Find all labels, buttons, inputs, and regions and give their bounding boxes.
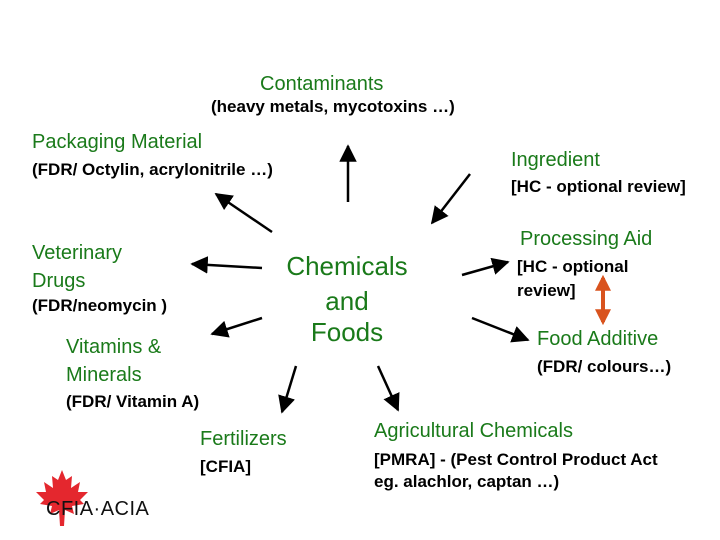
vitamins-title-line1: Vitamins & xyxy=(66,336,162,358)
arrow-to-agricultural xyxy=(376,365,400,412)
agricultural-title: Agricultural Chemicals xyxy=(374,420,573,442)
agricultural-subtitle-line2: eg. alachlor, captan …) xyxy=(374,472,560,491)
arrow-to-processing xyxy=(461,257,510,277)
arrow-to-vitamins xyxy=(210,316,263,338)
center-line2: and xyxy=(325,286,369,316)
processing-subtitle-line2: review] xyxy=(517,281,576,300)
arrow-to-packaging xyxy=(214,192,273,234)
center-line1: Chemicals xyxy=(286,251,408,281)
contaminants-subtitle: (heavy metals, mycotoxins …) xyxy=(211,97,455,116)
vitamins-subtitle: (FDR/ Vitamin A) xyxy=(66,392,200,411)
packaging-subtitle: (FDR/ Octylin, acrylonitrile …) xyxy=(32,160,273,179)
arrow-to-veterinary xyxy=(190,256,263,274)
arrow-to-food-additive xyxy=(471,316,530,343)
veterinary-subtitle: (FDR/neomycin ) xyxy=(32,296,168,315)
ingredient-title: Ingredient xyxy=(511,149,600,171)
vitamins-title-line2: Minerals xyxy=(66,364,142,386)
arrow-to-ingredient xyxy=(430,173,471,225)
food-additive-subtitle: (FDR/ colours…) xyxy=(537,357,672,376)
packaging-title: Packaging Material xyxy=(32,131,203,153)
veterinary-title-line2: Drugs xyxy=(32,270,86,292)
ingredient-subtitle: [HC - optional review] xyxy=(511,177,686,196)
logo-text: CFIA·ACIA xyxy=(46,498,150,520)
processing-subtitle-line1: [HC - optional xyxy=(517,257,629,276)
cfia-logo: CFIA·ACIA xyxy=(32,468,192,528)
veterinary-title-line1: Veterinary xyxy=(32,242,123,264)
fertilizers-subtitle: [CFIA] xyxy=(200,457,251,476)
contaminants-title: Contaminants xyxy=(260,73,384,95)
maple-leaf-icon xyxy=(36,470,88,526)
fertilizers-title: Fertilizers xyxy=(200,428,287,450)
arrow-to-fertilizers xyxy=(278,365,298,414)
agricultural-subtitle-line1: [PMRA] - (Pest Control Product Act xyxy=(374,450,658,469)
processing-title: Processing Aid xyxy=(520,228,653,250)
center-line3: Foods xyxy=(310,317,384,347)
food-additive-title: Food Additive xyxy=(537,328,659,350)
